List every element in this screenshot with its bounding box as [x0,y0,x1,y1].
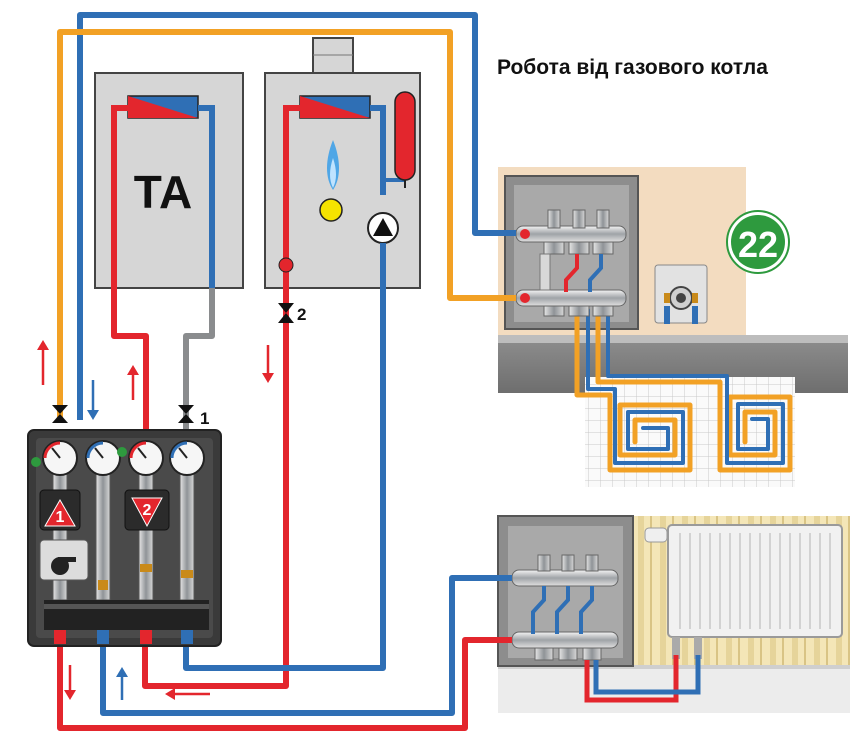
valve-1-label: 1 [200,409,209,428]
radiator-manifold [511,554,619,661]
floor-manifold [515,209,627,317]
mixing-valve-actuator [39,539,89,581]
solid-fuel-boiler: ТА [94,72,244,290]
ball-valve-icon [52,303,294,423]
main-pipes [57,12,516,731]
expansion-tank-icon [394,91,416,188]
gas-boiler [264,37,421,300]
thermometer-gauge-icon [42,440,205,476]
flow-arrow-icon [37,340,274,700]
radiator-icon [644,524,843,659]
underfloor-heating-loop-icon [574,307,793,473]
chimney [312,37,354,75]
mixing-valve-unit [654,264,708,324]
pump-1: 1 [39,489,81,531]
heat-exchanger-icon [299,95,371,119]
heat-exchanger-icon [127,95,199,119]
page-title: Робота від газового котла [497,56,768,79]
pump-2-label: 2 [143,502,152,519]
flame-icon [319,140,343,222]
radiator-return-pipe [593,655,701,695]
pump-1-label: 1 [56,509,65,526]
room-thermostat: 22 [726,210,790,274]
thermostat-display: 22 [738,224,778,265]
valve-2-label: 2 [297,305,306,324]
pump-station: 1 2 [27,429,222,647]
pump-icon [367,212,399,244]
radiator-supply-pipe [584,655,679,703]
pump-2: 2 [124,489,170,531]
solid-fuel-boiler-label: ТА [134,166,192,218]
